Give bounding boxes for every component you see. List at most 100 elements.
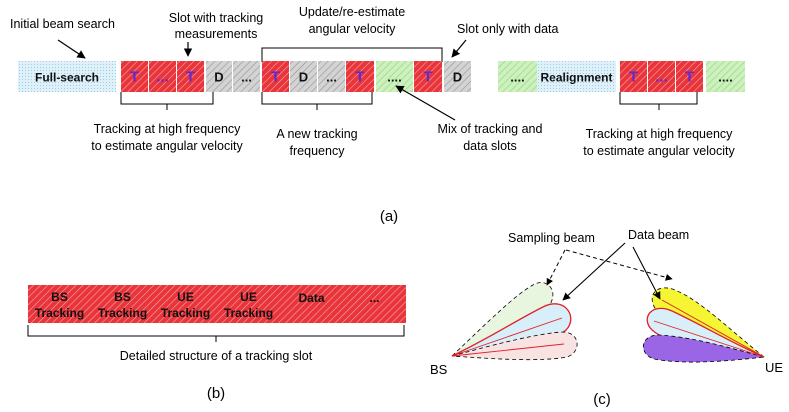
caption-c: (c)	[593, 391, 611, 408]
slot-label: ....	[510, 70, 524, 85]
slot-label: Realignment	[540, 71, 612, 85]
slot-tracking-9: T	[346, 61, 374, 92]
slot-data-12: D	[444, 61, 471, 92]
slot-label: ....	[387, 70, 401, 85]
slot-search-0: Full-search	[18, 61, 116, 92]
slot-label: ....	[718, 70, 732, 85]
label-bs: BS	[430, 362, 448, 377]
slot-data-4: D	[206, 61, 232, 92]
part-sublabel: Tracking	[98, 306, 147, 320]
part-label: UE	[240, 290, 257, 304]
slot-fill	[177, 61, 204, 92]
label-new-frequency-a: A new tracking	[276, 127, 357, 141]
label-slot-tracking-1: Slot with tracking	[169, 11, 264, 25]
tracking-slot-part-4: Data	[280, 285, 343, 323]
arrow-data-beam-right	[632, 246, 661, 300]
slot-fill	[648, 61, 675, 92]
slot-tracking-16: ...	[648, 61, 675, 92]
part-fill	[217, 285, 280, 323]
label-mix-a: Mix of tracking and	[438, 122, 543, 136]
label-new-frequency-b: frequency	[290, 144, 346, 158]
slot-label: ...	[326, 70, 337, 85]
arrow-mix	[395, 85, 456, 121]
tracking-slot-part-3: UE Tracking	[217, 285, 280, 323]
slot-label: Full-search	[35, 71, 99, 85]
slot-label: T	[186, 69, 195, 86]
panel-a: Initial beam search Slot with tracking m…	[10, 5, 745, 225]
arrow-sampling-beam-right	[565, 249, 673, 281]
arrow-sampling-beam-left	[546, 249, 566, 286]
caption-b: (b)	[207, 385, 225, 402]
part-label: Data	[298, 291, 324, 305]
slot-label: T	[423, 69, 432, 86]
label-tracking-high-1-b: to estimate angular velocity	[91, 139, 243, 153]
slot-fill	[376, 61, 413, 92]
slot-label: T	[130, 69, 139, 86]
label-update-2: angular velocity	[309, 22, 397, 36]
tracking-slot-part-0: BS Tracking	[28, 285, 91, 323]
part-fill	[91, 285, 154, 323]
slot-fill	[706, 61, 745, 92]
label-ue: UE	[765, 360, 783, 375]
arrow-initial-beam-search	[57, 39, 86, 59]
arrow-slot-data-only	[451, 39, 467, 58]
label-update-1: Update/re-estimate	[299, 5, 405, 19]
brace-new-frequency	[261, 92, 373, 110]
label-slot-data-only: Slot only with data	[457, 22, 558, 36]
part-sublabel: Tracking	[35, 306, 84, 320]
label-tracking-high-2-a: Tracking at high frequency	[586, 127, 734, 141]
slot-fill	[149, 61, 176, 92]
part-fill	[343, 285, 406, 323]
slot-tracking-11: T	[414, 61, 442, 92]
slot-tracking-15: T	[620, 61, 647, 92]
tracking-slot-part-5: ...	[343, 285, 406, 323]
part-sublabel: Tracking	[161, 306, 210, 320]
panel-b: BS Tracking BS Tracking UE Tracking UE Tracking…	[27, 285, 406, 402]
slot-tracking-1: T	[121, 61, 148, 92]
caption-a: (a)	[380, 208, 398, 225]
label-tracking-high-1-a: Tracking at high frequency	[94, 122, 242, 136]
slot-tracking-17: T	[676, 61, 703, 92]
slot-fill	[18, 61, 116, 92]
slot-tracking-3: T	[177, 61, 204, 92]
bracket-update-top	[261, 47, 443, 62]
slot-fill	[206, 61, 232, 92]
slot-mixed-10: ....	[376, 61, 413, 92]
ue-beam-axis-1	[661, 299, 765, 358]
ue-sampling-beam-lower	[643, 334, 765, 363]
part-fill	[280, 285, 343, 323]
label-slot-tracking-2: measurements	[175, 27, 258, 41]
slot-tracking-6: T	[262, 61, 289, 92]
slot-fill	[262, 61, 289, 92]
slot-fill	[346, 61, 374, 92]
bs-beam-axis-2	[451, 343, 565, 357]
slot-data-7: D	[290, 61, 317, 92]
bs-sampling-beam-upper	[451, 282, 554, 357]
part-label: BS	[114, 290, 131, 304]
slot-search-14: Realignment	[537, 61, 616, 92]
label-tracking-high-2-b: to estimate angular velocity	[583, 144, 735, 158]
bs-beams	[451, 282, 578, 361]
slot-fill	[537, 61, 616, 92]
bs-beam-axis-1	[451, 317, 563, 357]
slot-fill	[414, 61, 442, 92]
brace-tracking-2	[619, 92, 698, 110]
ue-beams	[643, 287, 765, 363]
brace-tracking-1	[120, 92, 214, 110]
slot-label: ...	[241, 70, 252, 85]
slot-fill	[444, 61, 471, 92]
slot-label: ...	[655, 69, 668, 86]
label-initial-beam-search: Initial beam search	[10, 17, 115, 31]
slot-fill	[620, 61, 647, 92]
slot-label: T	[629, 69, 638, 86]
slot-fill	[498, 61, 537, 92]
tracking-slot-structure: BS Tracking BS Tracking UE Tracking UE Tracking…	[28, 285, 406, 323]
part-sublabel: Tracking	[224, 306, 273, 320]
ue-beam-axis-2	[653, 320, 765, 358]
part-label: UE	[177, 290, 194, 304]
part-label: BS	[51, 290, 68, 304]
panel-c: Sampling beam Data beam BS UE (c)	[430, 228, 783, 408]
slot-label: T	[271, 69, 280, 86]
